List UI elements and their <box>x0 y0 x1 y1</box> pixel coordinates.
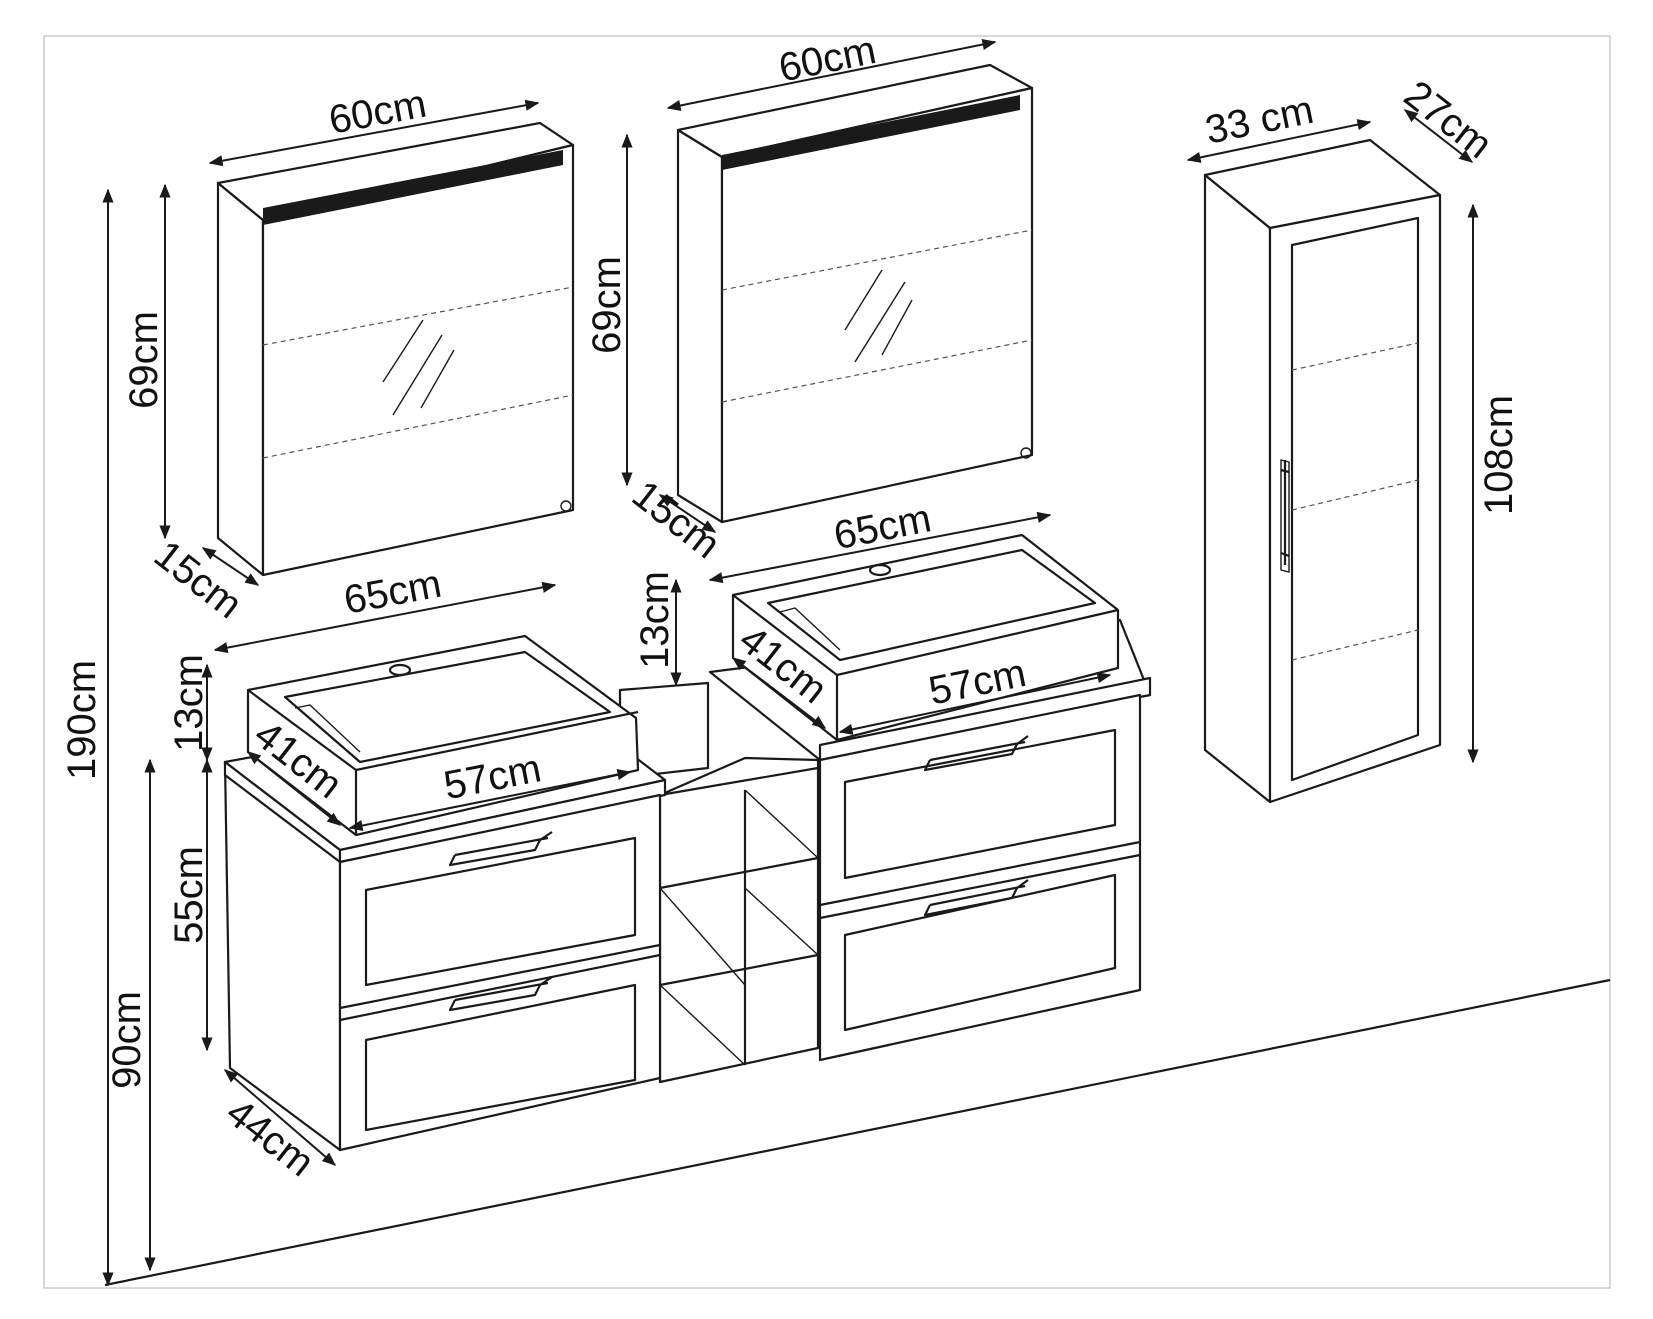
dim-sink-right-width: 65cm <box>830 496 934 558</box>
drawer-handle-icon <box>923 735 1029 772</box>
drawer-panel <box>843 873 1117 1032</box>
tall-cabinet <box>1203 138 1442 804</box>
faucet-hole-icon <box>388 663 412 677</box>
dim-mirror-left-width: 60cm <box>326 82 430 143</box>
light-strip-left <box>263 150 563 225</box>
dim-sink-left-width: 65cm <box>341 562 445 623</box>
drawer-handle-icon <box>923 879 1029 917</box>
switch-icon <box>1020 447 1032 459</box>
dim-sink-right-height: 13cm <box>633 571 677 669</box>
wall-floor-line <box>104 978 1611 1287</box>
dim-mirror-right-height: 69cm <box>585 256 629 354</box>
switch-icon <box>560 500 572 512</box>
drawer-panel <box>364 983 637 1132</box>
drawer-panel <box>364 836 637 987</box>
light-strip-right <box>722 95 1020 170</box>
mirror-reflection-icon <box>382 319 455 416</box>
dim-sink-left-height: 13cm <box>167 654 211 752</box>
drawing-frame <box>43 35 1611 1289</box>
dim-tall-cabinet-height: 108cm <box>1477 395 1521 515</box>
open-shelf-unit <box>618 681 820 1084</box>
dim-mount-height: 90cm <box>105 991 149 1089</box>
dim-tall-cabinet-width: 33 cm <box>1202 88 1318 153</box>
dim-mirror-right-width: 60cm <box>775 28 880 91</box>
tall-cabinet-door-panel <box>1290 216 1420 782</box>
dim-overall-height: 190cm <box>60 660 104 780</box>
drawer-handle-icon <box>448 831 553 867</box>
dim-mirror-left-height: 69cm <box>122 311 166 409</box>
dim-tall-cabinet-depth: 27cm <box>1396 72 1500 167</box>
mirror-reflection-icon <box>844 269 913 363</box>
drawer-panel <box>843 728 1117 880</box>
mirror-cabinet-left <box>216 121 575 577</box>
mirror-cabinet-right <box>676 63 1034 524</box>
drawer-handle-icon <box>448 976 553 1012</box>
dim-vanity-height: 55cm <box>167 846 211 944</box>
tall-cabinet-handle-icon <box>1280 459 1290 573</box>
dimension-lines <box>102 39 1479 1287</box>
